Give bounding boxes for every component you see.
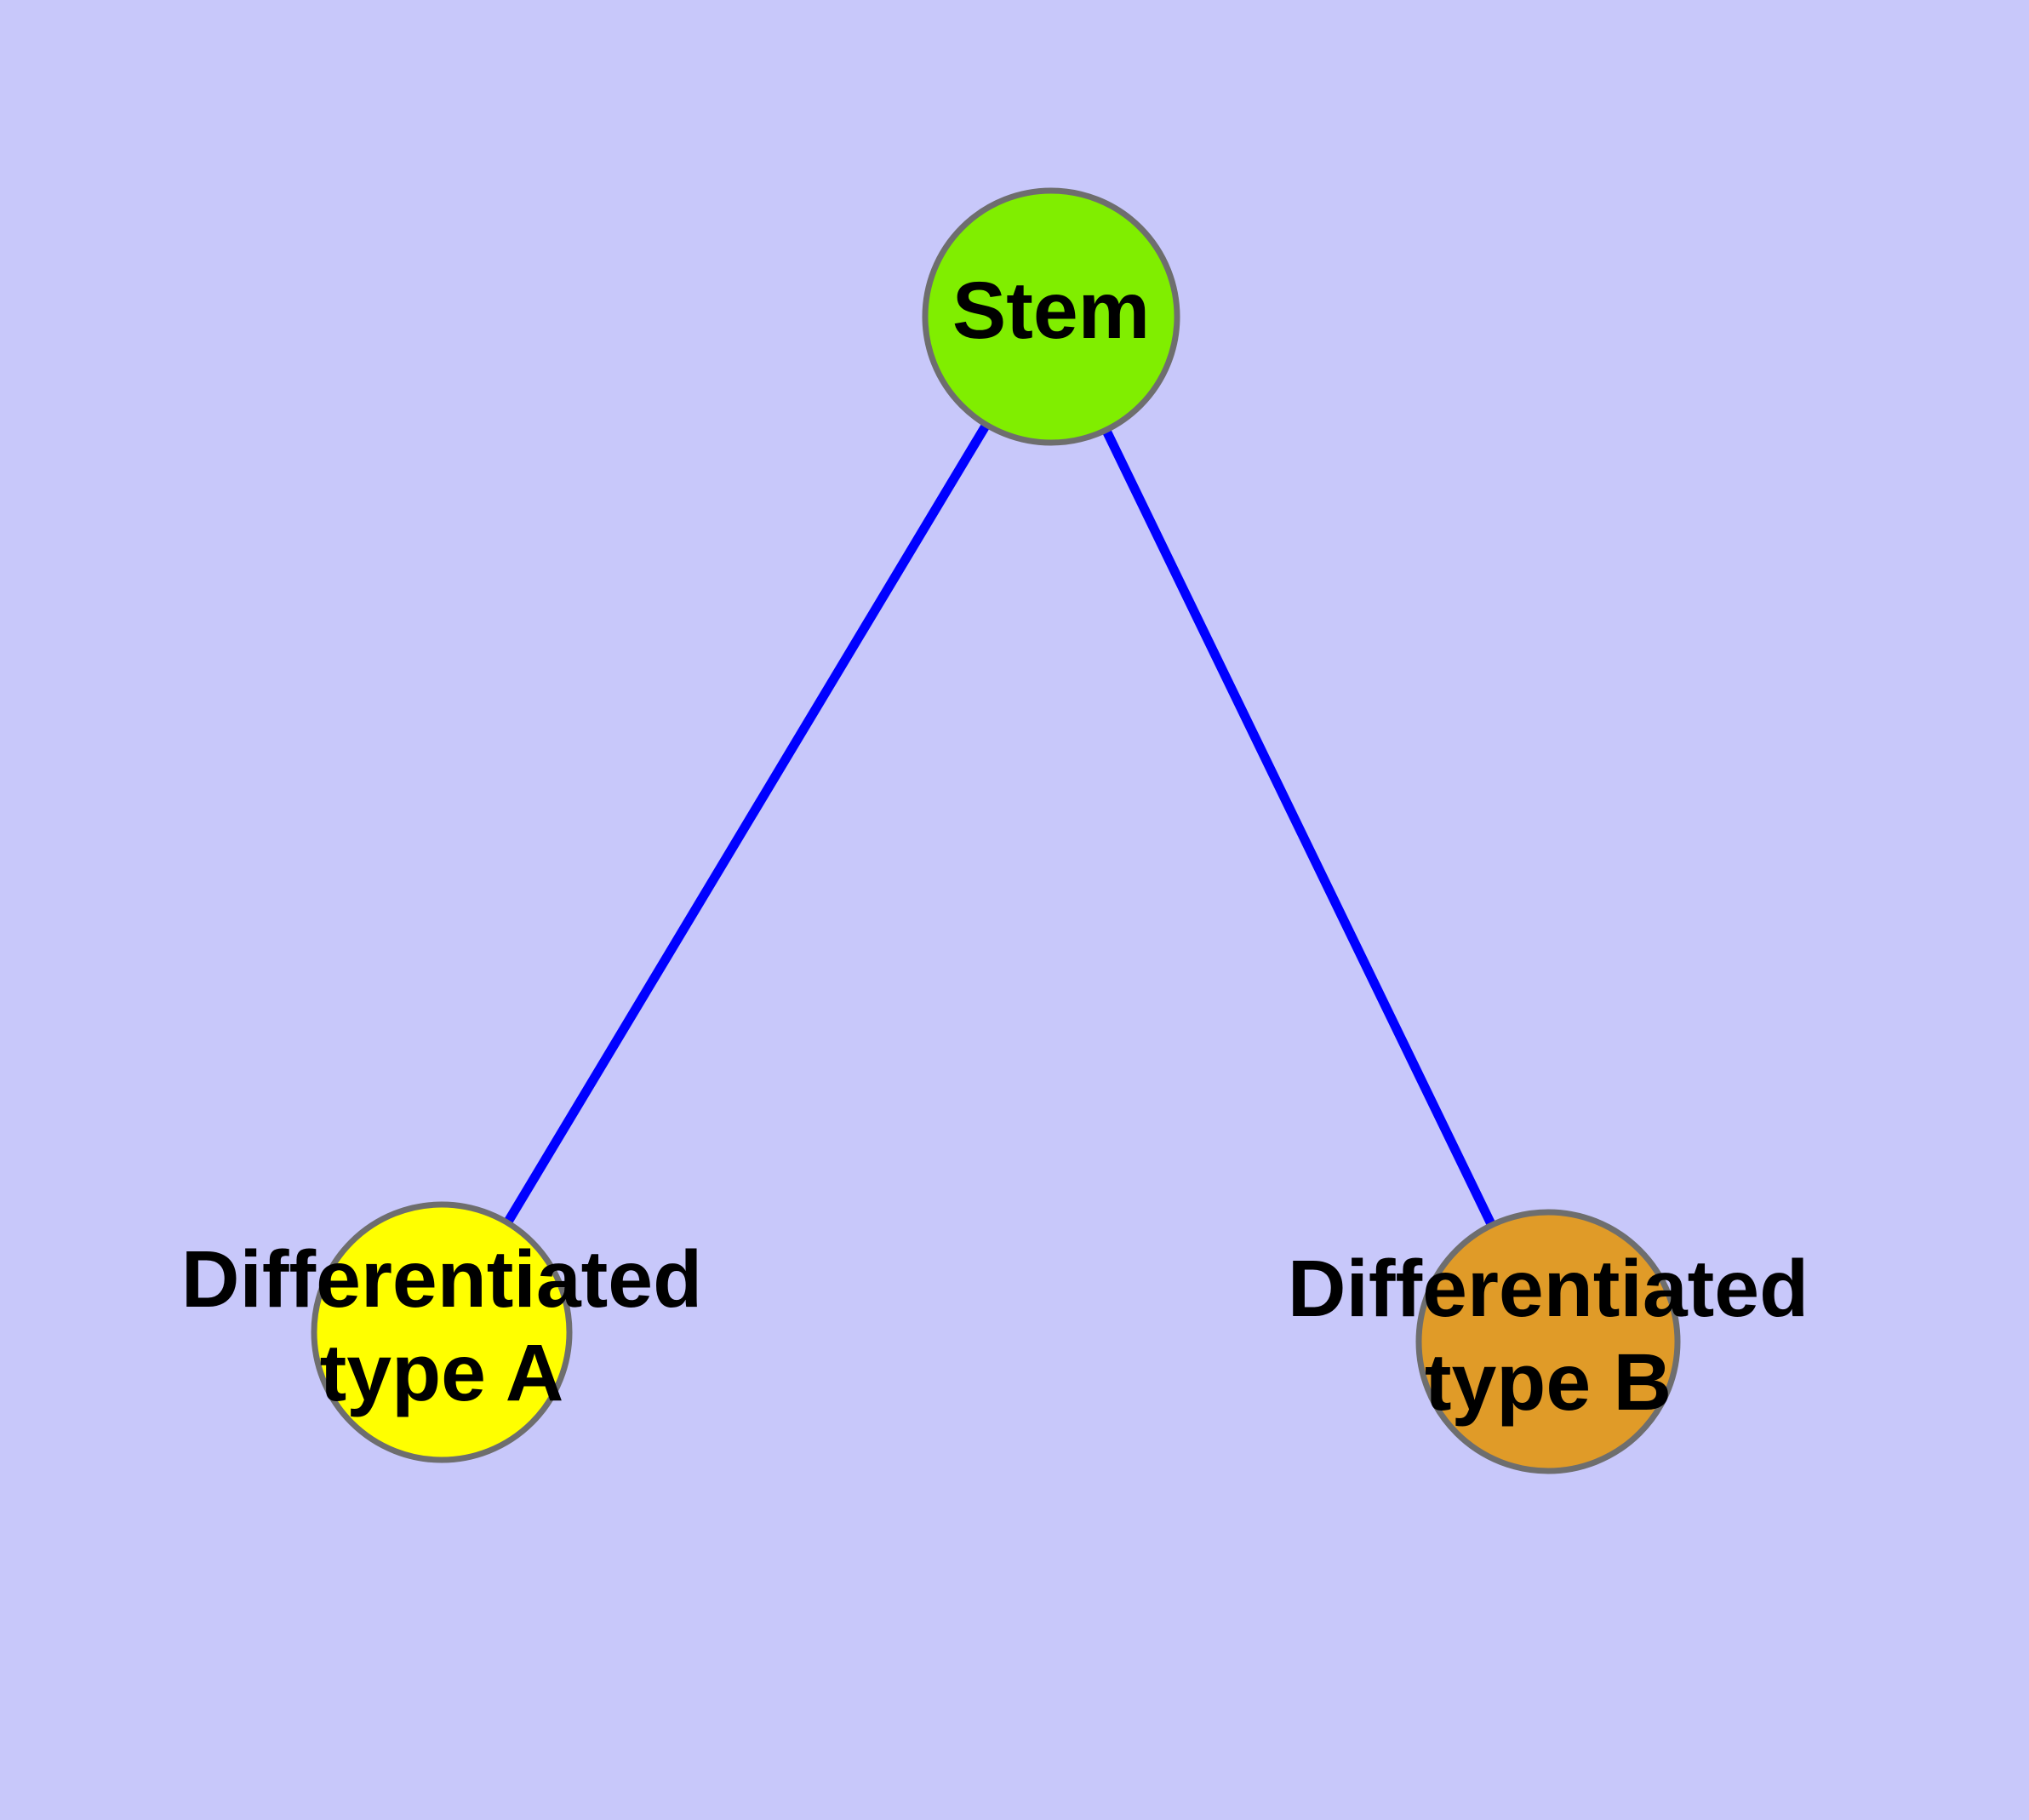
node-label-line: Stem (952, 266, 1150, 356)
node-label-line: Differentiated (1288, 1244, 1809, 1334)
node-circle-stem[interactable] (922, 187, 1180, 446)
node-circle-diff-a[interactable] (311, 1201, 573, 1463)
node-label-line: type A (320, 1328, 564, 1418)
node-circle-diff-b[interactable] (1415, 1209, 1681, 1474)
node-label-stem: Stem (952, 266, 1150, 356)
edge-stem-to-diff-a[interactable] (503, 422, 991, 1226)
node-label-line: Differentiated (181, 1234, 702, 1325)
node-stem[interactable]: Stem (922, 187, 1180, 446)
node-label-line: type B (1425, 1337, 1672, 1428)
edge-stem-to-diff-b[interactable] (1101, 427, 1496, 1228)
edges-layer (503, 422, 1496, 1228)
